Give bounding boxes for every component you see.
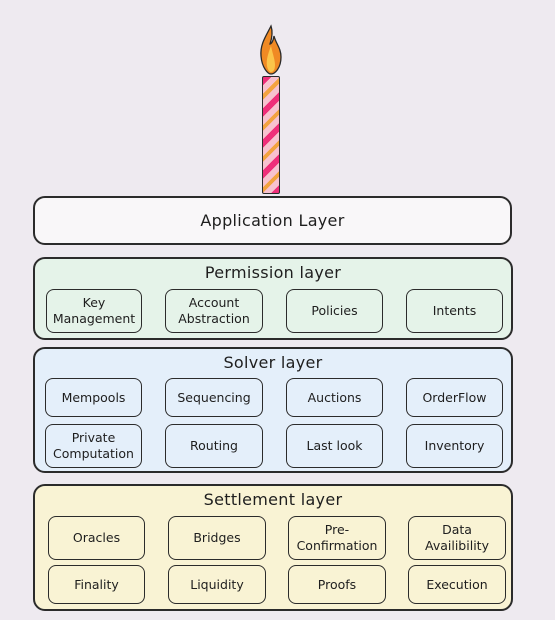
settlement-item-data-availibility: Data Availibility [408, 516, 506, 560]
permission-item-policies: Policies [286, 289, 383, 333]
solver-item-private-computation: Private Computation [45, 424, 142, 468]
settlement-item-proofs: Proofs [288, 565, 386, 604]
solver-item-sequencing: Sequencing [165, 378, 263, 417]
solver-item-routing: Routing [165, 424, 263, 468]
solver-layer-title: Solver layer [223, 353, 323, 372]
candle-flame-icon [256, 24, 286, 76]
permission-item-account-abstraction: Account Abstraction [165, 289, 263, 333]
permission-item-key-management: Key Management [46, 289, 142, 333]
solver-item-auctions: Auctions [286, 378, 383, 417]
solver-layer: Solver layer Mempools Sequencing Auction… [33, 347, 513, 473]
solver-item-orderflow: OrderFlow [406, 378, 503, 417]
settlement-item-finality: Finality [48, 565, 145, 604]
settlement-item-oracles: Oracles [48, 516, 145, 560]
flame-inner [266, 46, 275, 72]
settlement-layer-title: Settlement layer [203, 490, 343, 509]
candle-body [262, 76, 280, 194]
settlement-layer: Settlement layer Oracles Bridges Pre- Co… [33, 484, 513, 611]
permission-layer-title: Permission layer [204, 263, 342, 282]
permission-item-intents: Intents [406, 289, 503, 333]
permission-layer: Permission layer Key Management Account … [33, 257, 513, 340]
settlement-item-pre-confirmation: Pre- Confirmation [288, 516, 386, 560]
application-layer: Application Layer [33, 196, 512, 245]
solver-item-mempools: Mempools [45, 378, 142, 417]
solver-item-inventory: Inventory [406, 424, 503, 468]
settlement-item-bridges: Bridges [168, 516, 266, 560]
solver-item-last-look: Last look [286, 424, 383, 468]
settlement-item-liquidity: Liquidity [168, 565, 266, 604]
settlement-item-execution: Execution [408, 565, 506, 604]
application-layer-title: Application Layer [200, 211, 345, 230]
